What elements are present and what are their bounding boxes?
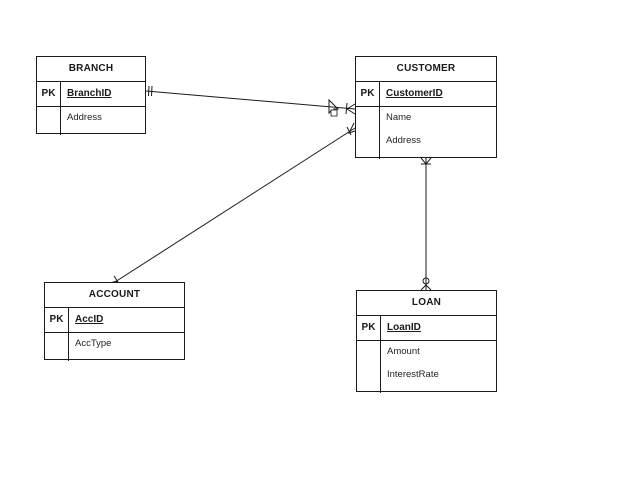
primary-key-attribute: LoanID	[387, 322, 421, 333]
attribute-list: Address	[37, 107, 145, 135]
pk-row[interactable]: PK BranchID	[37, 82, 145, 107]
entity-title: BRANCH	[37, 57, 145, 82]
rel-customer-loan[interactable]	[420, 157, 432, 291]
mouse-pointer-icon	[328, 98, 340, 117]
pk-label: PK	[41, 88, 56, 99]
entity-title: ACCOUNT	[45, 283, 184, 308]
loan-zero-circle	[422, 277, 430, 285]
entity-loan[interactable]: LOAN PK LoanID Amount InterestRate	[356, 290, 497, 393]
pk-row[interactable]: PK CustomerID	[356, 82, 496, 107]
entity-account[interactable]: ACCOUNT PK AccID AccType	[44, 282, 185, 361]
entity-customer[interactable]: CUSTOMER PK CustomerID Name Address	[355, 56, 497, 159]
attribute[interactable]: Address	[386, 135, 421, 146]
loan-crowfoot	[420, 284, 432, 291]
entity-branch[interactable]: BRANCH PK BranchID Address	[36, 56, 146, 135]
attribute[interactable]: Name	[386, 112, 412, 123]
pk-label: PK	[361, 322, 376, 333]
branch-one-bar-1	[148, 85, 150, 97]
rel-branch-customer[interactable]	[145, 85, 356, 115]
pk-label: PK	[360, 88, 375, 99]
pk-label: PK	[49, 314, 64, 325]
attribute[interactable]: InterestRate	[387, 369, 439, 380]
attribute-list: Amount InterestRate	[357, 341, 496, 393]
primary-key-attribute: BranchID	[67, 88, 112, 99]
entity-title: CUSTOMER	[356, 57, 496, 82]
rel-account-customer[interactable]	[109, 122, 359, 288]
attribute-list: AccType	[45, 333, 184, 361]
attribute[interactable]: Amount	[387, 346, 420, 357]
branch-one-bar-2	[151, 85, 153, 97]
customer-crowfoot-1	[346, 103, 356, 115]
attribute[interactable]: Address	[67, 112, 102, 123]
customer-many-bar	[345, 102, 348, 115]
customer-crowfoot-3	[420, 157, 432, 165]
attribute-list: Name Address	[356, 107, 496, 159]
pk-row[interactable]: PK AccID	[45, 308, 184, 333]
customer-many-bar-2	[346, 126, 352, 136]
primary-key-attribute: CustomerID	[386, 88, 443, 99]
entity-title: LOAN	[357, 291, 496, 316]
pk-row[interactable]: PK LoanID	[357, 316, 496, 341]
primary-key-attribute: AccID	[75, 314, 104, 325]
attribute[interactable]: AccType	[75, 338, 112, 349]
